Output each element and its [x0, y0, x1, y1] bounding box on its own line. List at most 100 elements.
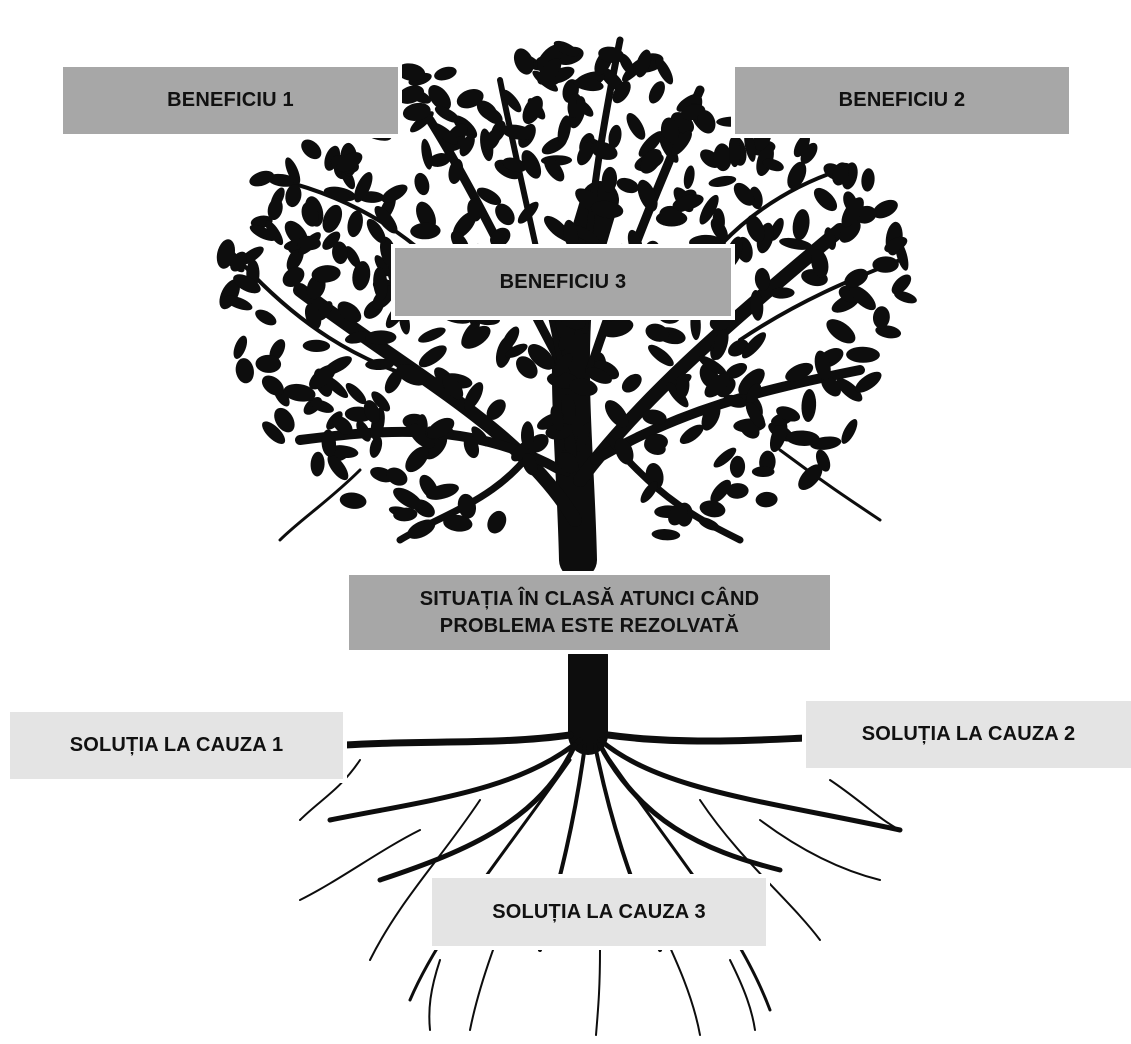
leaf-shape	[659, 136, 679, 163]
leaf-shape	[467, 198, 482, 222]
leaf-shape	[302, 339, 331, 353]
leaf-shape	[407, 519, 436, 539]
leaf-shape	[327, 454, 349, 481]
leaf-shape	[474, 314, 500, 326]
leaf-shape	[590, 200, 624, 219]
leaf-shape	[560, 312, 586, 330]
leaf-shape	[697, 110, 716, 134]
leaf-shape	[793, 134, 810, 158]
leaf-shape	[230, 251, 247, 272]
leaf-shape	[553, 40, 579, 57]
leaf-shape	[798, 464, 823, 491]
leaf-shape	[283, 383, 316, 402]
leaf-shape	[373, 267, 388, 301]
leaf-shape	[505, 343, 528, 358]
leaf-shape	[671, 130, 692, 156]
leaf-shape	[813, 187, 838, 212]
leaf-shape	[699, 500, 726, 518]
leaf-shape	[522, 95, 543, 125]
leaf-shape	[608, 124, 622, 149]
leaf-shape	[894, 291, 917, 304]
solution-3-text: SOLUȚIA LA CAUZA 3	[492, 900, 706, 923]
leaf-shape	[604, 400, 629, 428]
leaf-shape	[738, 368, 765, 396]
leaf-shape	[434, 106, 460, 123]
leaf-shape	[750, 290, 764, 321]
leaf-shape	[801, 389, 817, 422]
leaf-shape	[402, 102, 431, 121]
leaf-shape	[487, 510, 507, 534]
solution-1-box: SOLUȚIA LA CAUZA 1	[6, 708, 347, 783]
leaf-shape	[698, 517, 720, 531]
leaf-shape	[557, 115, 571, 146]
leaf-shape	[428, 153, 451, 167]
leaf-shape	[336, 152, 363, 172]
leaf-shape	[537, 44, 563, 72]
leaf-shape	[365, 358, 394, 371]
leaf-shape	[224, 295, 253, 311]
leaf-shape	[216, 239, 236, 269]
leaf-shape	[356, 420, 371, 442]
leaf-shape	[800, 142, 818, 164]
situation-box: SITUAȚIA ÎN CLASĂ ATUNCI CÂND PROBLEMA E…	[345, 571, 834, 654]
leaf-shape	[861, 168, 875, 192]
leaf-shape	[494, 159, 522, 180]
leaf-shape	[490, 227, 511, 248]
leaf-shape	[836, 378, 863, 402]
leaf-shape	[762, 158, 784, 172]
leaf-shape	[267, 198, 283, 221]
leaf-shape	[501, 124, 535, 140]
leaf-shape	[849, 285, 876, 311]
leaf-shape	[434, 66, 457, 81]
leaf-shape	[235, 358, 254, 384]
foliage	[216, 40, 917, 541]
leaf-shape	[741, 332, 767, 359]
leaf-shape	[486, 399, 506, 420]
leaf-shape	[269, 339, 286, 362]
leaf-shape	[751, 466, 775, 478]
leaf-shape	[570, 224, 600, 244]
leaf-shape	[785, 362, 814, 382]
leaf-shape	[371, 391, 391, 412]
leaf-shape	[502, 89, 522, 113]
leaf-shape	[517, 201, 539, 224]
leaf-shape	[265, 220, 284, 246]
leaf-shape	[744, 129, 756, 162]
leaf-shape	[648, 344, 674, 367]
leaf-shape	[576, 99, 594, 117]
leaf-shape	[666, 382, 689, 408]
leaf-shape	[690, 308, 701, 341]
leaf-shape	[345, 383, 367, 405]
leaf-shape	[710, 479, 732, 503]
leaf-shape	[405, 446, 429, 473]
leaf-shape	[527, 344, 555, 370]
leaf-shape	[844, 268, 869, 288]
leaf-shape	[484, 129, 501, 151]
leaf-shape	[384, 369, 403, 394]
leaf-shape	[463, 382, 484, 411]
leaf-shape	[672, 194, 704, 211]
leaf-shape	[374, 205, 398, 234]
benefit-3-text: BENEFICIU 3	[499, 270, 627, 293]
leaf-shape	[462, 325, 491, 349]
leaf-shape	[456, 88, 484, 109]
leaf-shape	[261, 375, 284, 396]
leaf-shape	[233, 274, 261, 294]
leaf-shape	[573, 77, 604, 92]
leaf-shape	[832, 162, 849, 186]
leaf-shape	[301, 202, 319, 227]
leaf-shape	[397, 85, 425, 104]
leaf-shape	[575, 422, 591, 452]
leaf-shape	[426, 483, 459, 500]
leaf-shape	[365, 330, 397, 345]
leaf-shape	[635, 49, 652, 78]
leaf-shape	[262, 421, 286, 444]
leaf-shape	[301, 139, 322, 160]
leaf-shape	[363, 400, 380, 424]
leaf-shape	[321, 429, 337, 457]
leaf-shape	[776, 406, 801, 422]
leaf-shape	[393, 487, 423, 510]
leaf-shape	[679, 424, 704, 444]
leaf-shape	[310, 399, 334, 413]
leaf-shape	[645, 323, 670, 342]
